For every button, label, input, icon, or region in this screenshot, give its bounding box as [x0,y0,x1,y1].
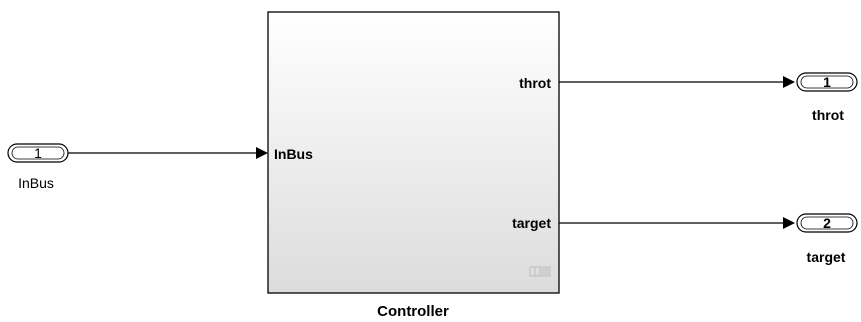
signal-line-target[interactable] [559,217,795,229]
outport-block-throt[interactable]: 1 [796,72,858,92]
inport-label: InBus [18,175,54,191]
subsystem-input-port-label: InBus [274,146,313,162]
controller-subsystem[interactable] [267,11,560,294]
outport-block-target[interactable]: 2 [796,213,858,233]
subsystem-name: Controller [377,303,449,320]
signal-line-inbus[interactable] [68,147,268,159]
signal-line-throt[interactable] [559,76,795,88]
outport-number-throt: 1 [823,74,831,90]
subsystem-badge-icon [541,268,549,275]
outport-number-target: 2 [823,215,831,231]
outport-label-throt: throt [812,107,844,123]
subsystem-output-port-label-target: target [512,215,551,231]
subsystem-output-port-label-throt: throt [519,75,551,91]
inport-block[interactable]: 1 [7,143,69,163]
inport-number: 1 [34,145,42,161]
outport-label-target: target [807,249,846,265]
